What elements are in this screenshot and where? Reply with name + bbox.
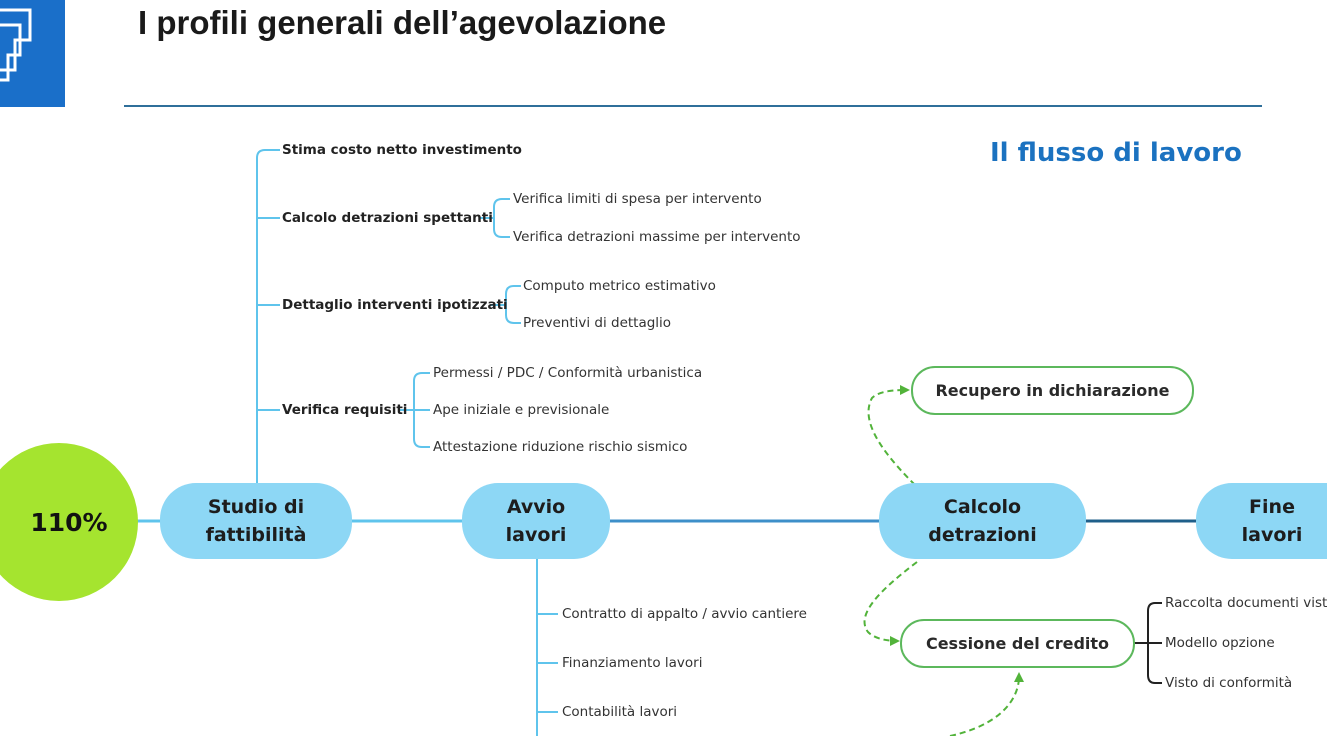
branch-label: Dettaglio interventi ipotizzati (282, 297, 508, 313)
bracket (493, 198, 510, 238)
node-calcolo-detrazioni[interactable]: Calcolo detrazioni (879, 483, 1086, 559)
leaf-label: Contratto di appalto / avvio cantiere (562, 606, 807, 622)
leaf-label: Raccolta documenti visto (1165, 595, 1327, 611)
leaf-label: Preventivi di dettaglio (523, 315, 672, 331)
leaf-label: Attestazione riduzione rischio sismico (433, 439, 688, 455)
arrow-recupero (867, 389, 916, 486)
logo (0, 0, 65, 107)
branch-label: Calcolo detrazioni spettanti (282, 210, 493, 226)
start-label: 110% (30, 507, 108, 537)
node-fine-lavori[interactable]: Fine lavori (1196, 483, 1327, 559)
arrowhead-icon (890, 636, 900, 646)
node-avvio-lavori[interactable]: Avvio lavori (462, 483, 610, 559)
node-studio-fattibilita[interactable]: Studio di fattibilità (160, 483, 352, 559)
arrowhead-icon (1014, 672, 1024, 682)
arrowhead-icon (900, 385, 910, 395)
studio-trunk (256, 149, 280, 485)
diagram-subtitle: Il flusso di lavoro (990, 138, 1242, 168)
start-circle: 110% (0, 443, 138, 601)
branch-label: Verifica requisiti (282, 402, 408, 418)
page-title: I profili generali dell’agevolazione (138, 4, 667, 41)
leaf-label: Finanziamento lavori (562, 655, 703, 671)
logo-mark-icon (0, 8, 32, 82)
leaf-label: Permessi / PDC / Conformità urbanistica (433, 365, 703, 381)
title-divider (124, 105, 1262, 107)
arrow-cessione (863, 561, 918, 642)
bracket (413, 372, 430, 448)
bracket (505, 285, 521, 324)
pill-cessione[interactable]: Cessione del credito (900, 619, 1135, 668)
leaf-label: Modello opzione (1165, 635, 1275, 651)
pill-recupero[interactable]: Recupero in dichiarazione (911, 366, 1194, 415)
leaf-label: Computo metrico estimativo (523, 278, 716, 294)
leaf-label: Ape iniziale e previsionale (433, 402, 610, 418)
branch-label: Stima costo netto investimento (282, 142, 522, 158)
leaf-label: Verifica limiti di spesa per intervento (513, 191, 762, 207)
leaf-label: Contabilità lavori (562, 704, 678, 720)
leaf-label: Verifica detrazioni massime per interven… (513, 229, 801, 245)
arrow-bottom (949, 677, 1020, 736)
leaf-label: Visto di conformità (1165, 675, 1293, 691)
